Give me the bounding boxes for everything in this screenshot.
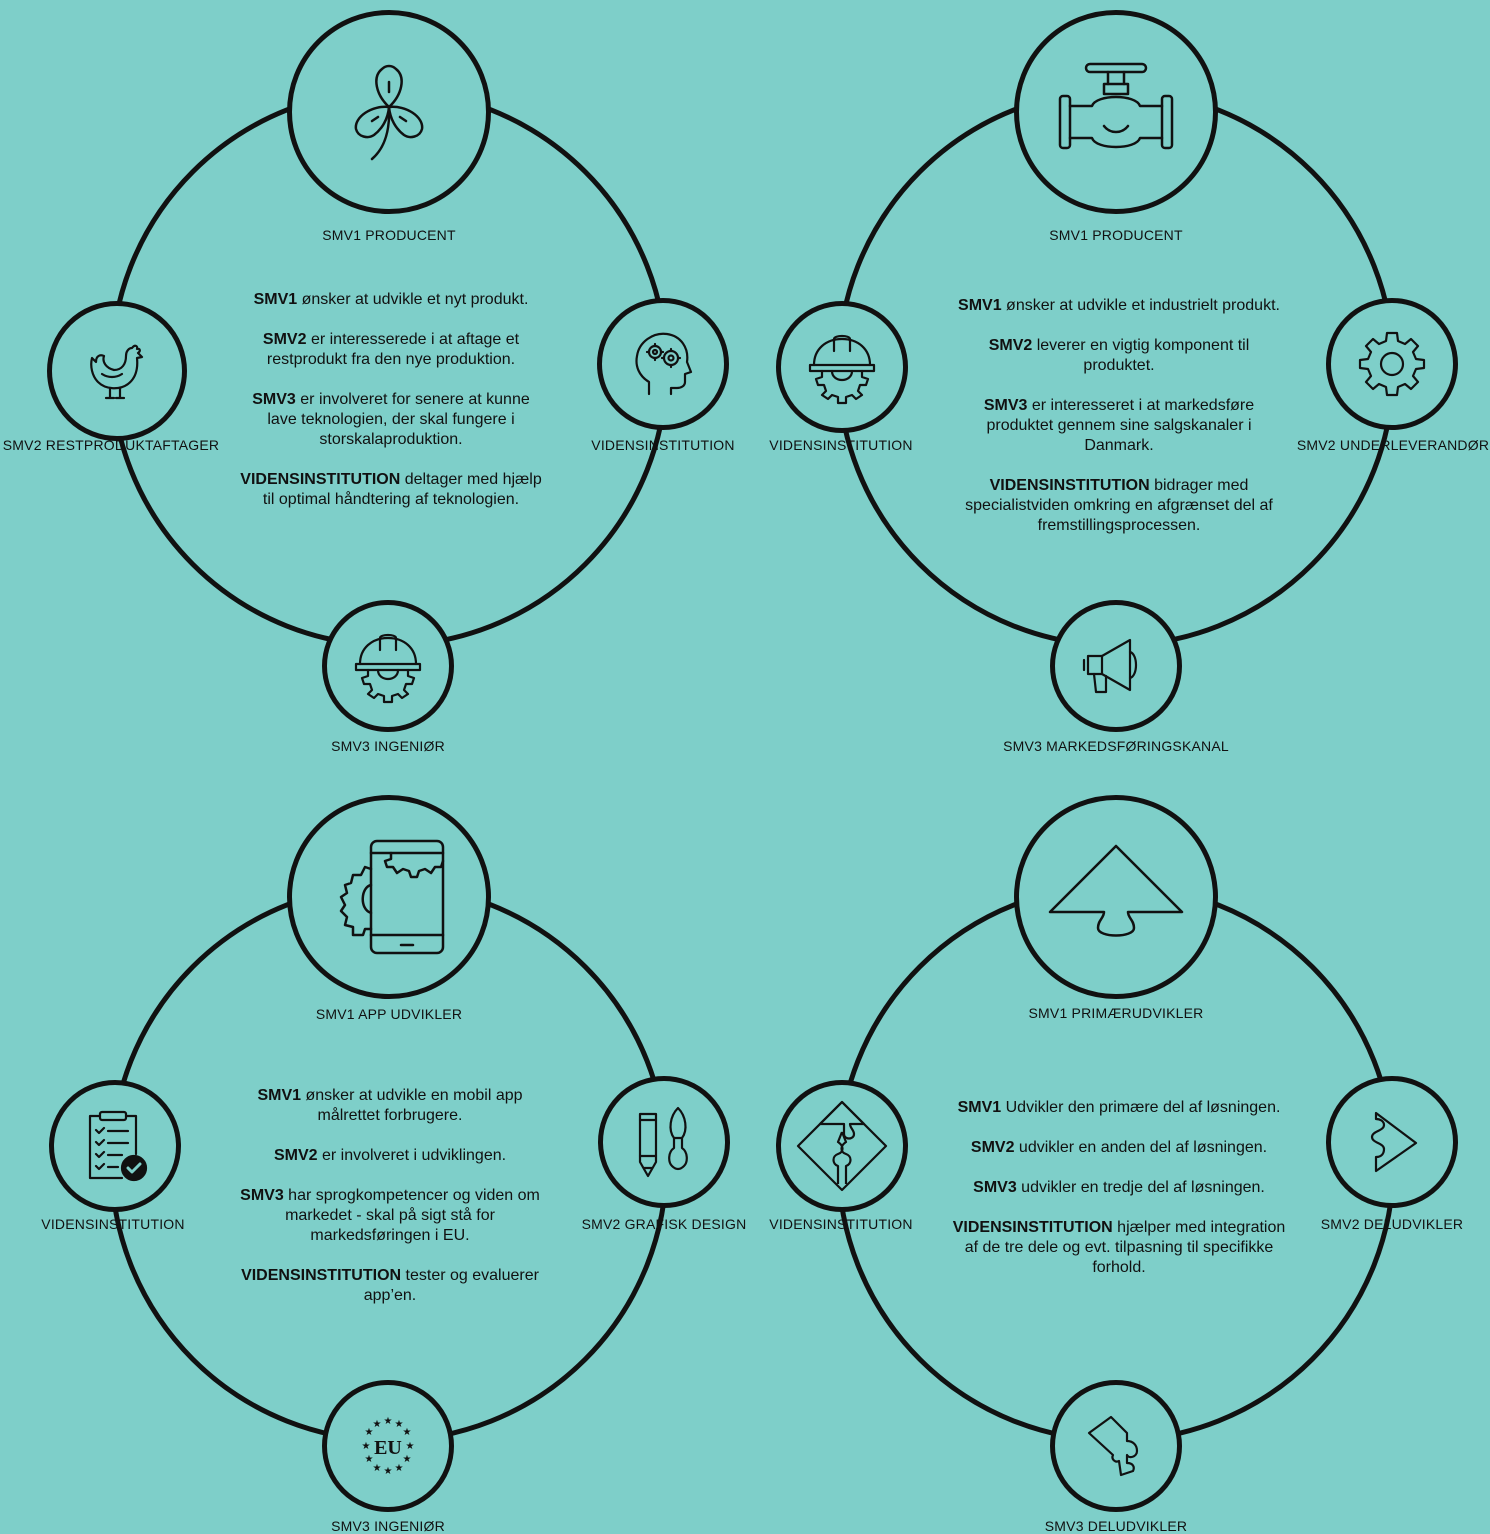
node-bottom: [1050, 1380, 1182, 1512]
node-bottom-label: SMV3 INGENIØR: [331, 1518, 445, 1534]
node-right: [1326, 298, 1458, 430]
puzzle-piece-bottom-icon: [1087, 1415, 1139, 1477]
paragraph-smv3: SMV3 er involveret for senere at kunne l…: [252, 391, 530, 448]
paragraph-smv3: SMV3 udvikler en tredje del af løsningen…: [973, 1179, 1265, 1196]
node-left-label: VIDENSINSTITUTION: [41, 1216, 185, 1232]
chicken-icon: [90, 344, 144, 400]
node-right-label: SMV2 DELUDVIKLER: [1320, 1216, 1464, 1232]
svg-text:★: ★: [395, 1463, 404, 1474]
puzzle-diamond-icon: [796, 1100, 888, 1192]
node-right-label: SMV2 GRAFISK DESIGN: [581, 1216, 747, 1232]
node-right-label: SMV2 UNDERLEVERANDØR: [1296, 437, 1490, 453]
clover-icon: [354, 64, 424, 161]
paragraph-smv2: SMV2 er interesserede i at aftage et res…: [262, 331, 520, 368]
paragraph-vidensinstitution: VIDENSINSTITUTION hjælper med integratio…: [952, 1219, 1286, 1276]
paragraph-vidensinstitution: VIDENSINSTITUTION tester og evaluerer ap…: [241, 1267, 539, 1304]
phone-gear-icon: [339, 839, 445, 955]
paragraph-smv2: SMV2 udvikler en anden del af løsningen.: [970, 1139, 1268, 1156]
node-left-label: VIDENSINSTITUTION: [769, 437, 913, 453]
pencil-brush-icon: [638, 1106, 688, 1178]
svg-text:★: ★: [403, 1427, 412, 1438]
svg-text:★: ★: [365, 1427, 374, 1438]
node-bottom-label: SMV3 INGENIØR: [331, 738, 445, 754]
panel-description: SMV1 ønsker at udvikle en mobil app målr…: [230, 1086, 550, 1326]
node-bottom-label: SMV3 MARKEDSFØRINGSKANAL: [1003, 738, 1229, 754]
node-top-label: SMV1 PRIMÆRUDVIKLER: [1028, 1005, 1204, 1021]
node-bottom: [1050, 600, 1182, 732]
node-left: [47, 301, 187, 441]
paragraph-smv1: SMV1 ønsker at udvikle et industrielt pr…: [958, 297, 1280, 314]
svg-text:★: ★: [365, 1454, 374, 1465]
paragraph-smv1: SMV1 ønsker at udvikle en mobil app målr…: [257, 1087, 523, 1124]
svg-text:★: ★: [384, 1416, 393, 1427]
helmet-gear-icon: [808, 334, 876, 405]
eu-badge-text: EU: [374, 1437, 402, 1459]
node-right-label: VIDENSINSTITUTION: [591, 437, 735, 453]
node-top: [287, 795, 491, 999]
paragraph-smv3: SMV3 er interesseret i at markedsføre pr…: [983, 397, 1255, 454]
helmet-gear-icon: [354, 633, 422, 704]
node-bottom-label: SMV3 DELUDVIKLER: [1044, 1518, 1188, 1534]
head-gears-icon: [635, 332, 693, 396]
panel-description: SMV1 ønsker at udvikle et industrielt pr…: [958, 296, 1280, 556]
node-bottom: EU ★★★ ★★★ ★★★ ★★★: [322, 1380, 454, 1512]
gear-icon: [1358, 331, 1426, 397]
node-left-label: VIDENSINSTITUTION: [769, 1216, 913, 1232]
panel-description: SMV1 ønsker at udvikle et nyt produkt. S…: [236, 290, 546, 530]
paragraph-smv2: SMV2 leverer en vigtig komponent til pro…: [988, 337, 1250, 374]
svg-text:★: ★: [406, 1441, 415, 1452]
node-right: [597, 298, 729, 430]
paragraph-smv1: SMV1 ønsker at udvikle et nyt produkt.: [253, 291, 529, 308]
node-top: [1014, 795, 1218, 999]
node-top-label: SMV1 PRODUCENT: [322, 227, 456, 243]
clipboard-check-icon: [88, 1110, 148, 1182]
node-left: [49, 1080, 181, 1212]
megaphone-icon: [1082, 638, 1138, 694]
node-left: [776, 1080, 908, 1212]
node-top-label: SMV1 APP UDVIKLER: [315, 1006, 463, 1022]
svg-text:★: ★: [362, 1441, 371, 1452]
puzzle-piece-right-icon: [1370, 1111, 1418, 1173]
svg-text:★: ★: [403, 1454, 412, 1465]
node-right: [1326, 1076, 1458, 1208]
node-left: [776, 301, 908, 433]
paragraph-smv3: SMV3 har sprogkompetencer og viden om ma…: [240, 1187, 540, 1244]
paragraph-vidensinstitution: VIDENSINSTITUTION bidrager med specialis…: [965, 477, 1273, 534]
node-top: [1014, 10, 1218, 214]
node-bottom: [322, 600, 454, 732]
svg-text:★: ★: [384, 1466, 393, 1477]
node-left-label: SMV2 RESTPRODUKTAFTAGER: [2, 437, 220, 453]
puzzle-triangle-icon: [1048, 844, 1184, 937]
node-right: [598, 1076, 730, 1208]
paragraph-smv2: SMV2 er involveret i udviklingen.: [273, 1147, 507, 1164]
svg-text:★: ★: [373, 1419, 382, 1430]
eu-stars-icon: EU ★★★ ★★★ ★★★ ★★★: [362, 1416, 415, 1477]
svg-text:★: ★: [373, 1463, 382, 1474]
pipe-valve-icon: [1058, 62, 1174, 150]
panel-description: SMV1 Udvikler den primære del af løsning…: [946, 1098, 1292, 1298]
svg-text:★: ★: [395, 1419, 404, 1430]
node-top: [287, 10, 491, 214]
paragraph-smv1: SMV1 Udvikler den primære del af løsning…: [957, 1099, 1281, 1116]
paragraph-vidensinstitution: VIDENSINSTITUTION deltager med hjælp til…: [240, 471, 542, 508]
node-top-label: SMV1 PRODUCENT: [1049, 227, 1183, 243]
